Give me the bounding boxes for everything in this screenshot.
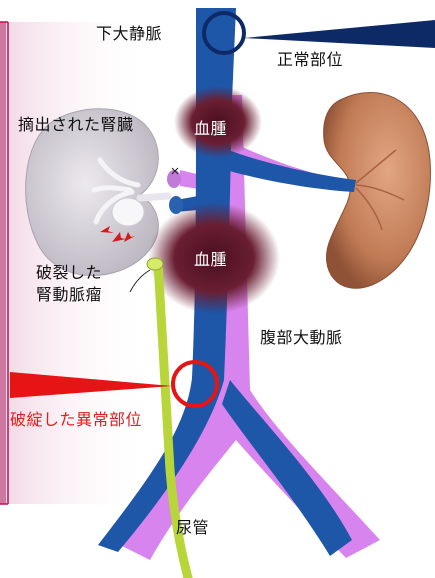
hematoma-upper-label: 血腫 (194, 119, 227, 138)
extracted-kidney-label: 摘出された腎臓 (18, 115, 134, 134)
ivc-label: 下大静脈 (96, 24, 162, 43)
aorta-label: 腹部大動脈 (260, 328, 343, 347)
normal-site-label: 正常部位 (277, 50, 343, 69)
ruptured-aneurysm-label: 破裂した 腎動脈瘤 (36, 262, 102, 305)
hematoma-lower-label: 血腫 (194, 250, 227, 269)
ureter-label: 尿管 (176, 518, 209, 537)
ruptured-site-label: 破綻した異常部位 (10, 410, 142, 429)
normal-site-marker (204, 13, 435, 53)
